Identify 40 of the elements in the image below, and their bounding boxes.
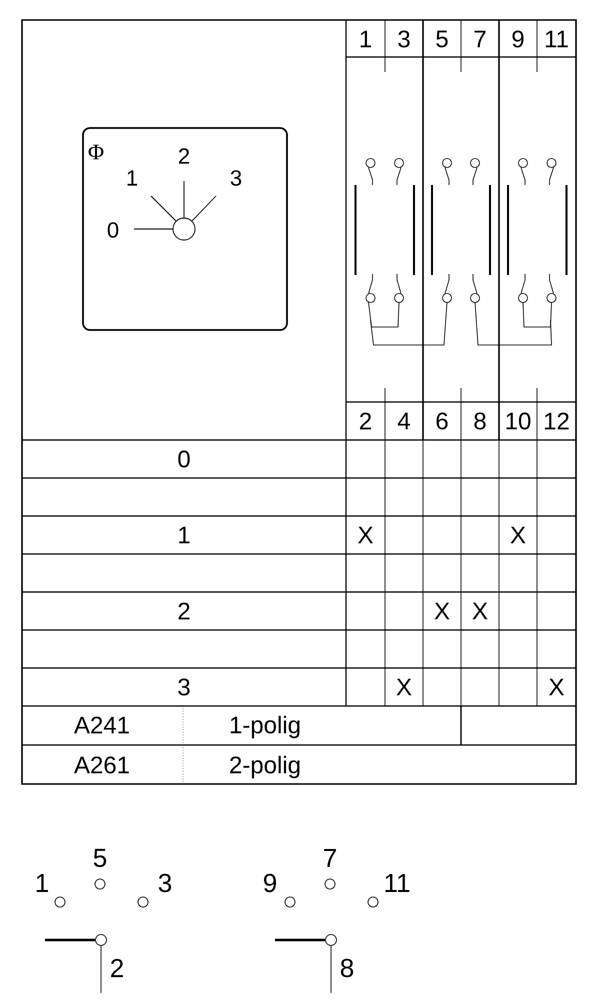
position-number: 1 bbox=[128, 170, 138, 186]
position-number: 2 bbox=[179, 148, 190, 164]
terminal-number: 7 bbox=[324, 849, 336, 867]
terminal-number: 5 bbox=[436, 30, 448, 48]
terminal-number: 9 bbox=[512, 30, 524, 48]
type-code: A241 bbox=[74, 716, 129, 734]
pole-label: 2-polig bbox=[230, 756, 300, 778]
terminal-number: 7 bbox=[474, 30, 486, 48]
cross-mark: X bbox=[510, 526, 526, 544]
cross-mark: X bbox=[472, 602, 488, 620]
terminal-number: 3 bbox=[158, 874, 172, 892]
cross-mark: X bbox=[549, 678, 564, 696]
terminal-number: 12 bbox=[545, 412, 569, 430]
terminal-number: 9 bbox=[264, 874, 276, 892]
position-number: 1 bbox=[179, 526, 190, 544]
terminal-number: 2 bbox=[360, 412, 371, 430]
terminal-number: 3 bbox=[398, 30, 410, 48]
terminal-number: 6 bbox=[436, 412, 448, 430]
position-number: 2 bbox=[178, 602, 190, 620]
terminal-number: 1 bbox=[36, 874, 48, 892]
position-number: 0 bbox=[178, 450, 190, 468]
type-code: A261 bbox=[74, 756, 129, 774]
position-number: 0 bbox=[108, 222, 118, 238]
terminal-number: 11 bbox=[385, 874, 410, 892]
position-number: 3 bbox=[178, 678, 190, 696]
terminal-number: 8 bbox=[474, 412, 486, 430]
cross-mark: X bbox=[434, 602, 450, 620]
terminal-number: 8 bbox=[340, 958, 354, 978]
cross-mark: X bbox=[396, 678, 412, 696]
terminal-number: 1 bbox=[360, 30, 371, 48]
switch-symbol: Φ bbox=[88, 144, 104, 160]
terminal-number: 5 bbox=[94, 848, 106, 868]
terminal-number: 11 bbox=[546, 30, 568, 48]
pole-label: 1-polig bbox=[230, 716, 300, 738]
terminal-number: 10 bbox=[506, 412, 530, 430]
terminal-number: 4 bbox=[398, 412, 410, 430]
switch-faceplate bbox=[82, 127, 288, 331]
terminal-number: 2 bbox=[111, 958, 123, 978]
position-number: 3 bbox=[230, 170, 242, 186]
cross-mark: X bbox=[358, 526, 373, 544]
